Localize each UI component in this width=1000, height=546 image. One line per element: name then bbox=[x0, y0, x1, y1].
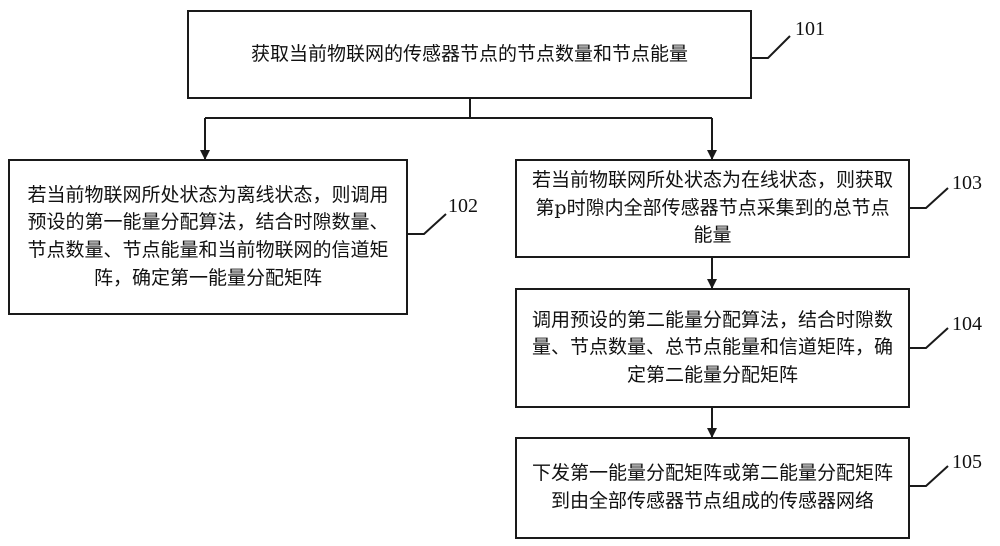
step-box-103: 若当前物联网所处状态为在线状态，则获取第p时隙内全部传感器节点采集到的总节点能量 bbox=[515, 159, 910, 258]
step-text-105: 下发第一能量分配矩阵或第二能量分配矩阵到由全部传感器节点组成的传感器网络 bbox=[531, 462, 893, 512]
ref-label-102: 102 bbox=[448, 195, 478, 217]
step-text-104: 调用预设的第二能量分配算法，结合时隙数量、节点数量、总节点能量和信道矩阵，确定第… bbox=[531, 308, 893, 386]
step-box-104: 调用预设的第二能量分配算法，结合时隙数量、节点数量、总节点能量和信道矩阵，确定第… bbox=[515, 288, 910, 408]
ref-label-105: 105 bbox=[952, 451, 982, 473]
leader-line-105 bbox=[910, 465, 949, 487]
step-text-102: 若当前物联网所处状态为离线状态，则调用预设的第一能量分配算法，结合时隙数量、节点… bbox=[27, 183, 389, 289]
step-box-105: 下发第一能量分配矩阵或第二能量分配矩阵到由全部传感器节点组成的传感器网络 bbox=[515, 437, 910, 539]
leader-line-104 bbox=[910, 327, 949, 349]
leader-line-101 bbox=[752, 35, 791, 59]
leader-line-103 bbox=[910, 187, 949, 209]
ref-label-103: 103 bbox=[952, 172, 982, 194]
step-box-102: 若当前物联网所处状态为离线状态，则调用预设的第一能量分配算法，结合时隙数量、节点… bbox=[8, 159, 408, 315]
step-text-103: 若当前物联网所处状态为在线状态，则获取第p时隙内全部传感器节点采集到的总节点能量 bbox=[531, 169, 893, 247]
ref-label-101: 101 bbox=[795, 18, 825, 40]
leader-line-102 bbox=[408, 213, 447, 235]
step-box-101: 获取当前物联网的传感器节点的节点数量和节点能量 bbox=[187, 10, 752, 99]
ref-label-104: 104 bbox=[952, 313, 982, 335]
step-text-101: 获取当前物联网的传感器节点的节点数量和节点能量 bbox=[250, 42, 688, 65]
